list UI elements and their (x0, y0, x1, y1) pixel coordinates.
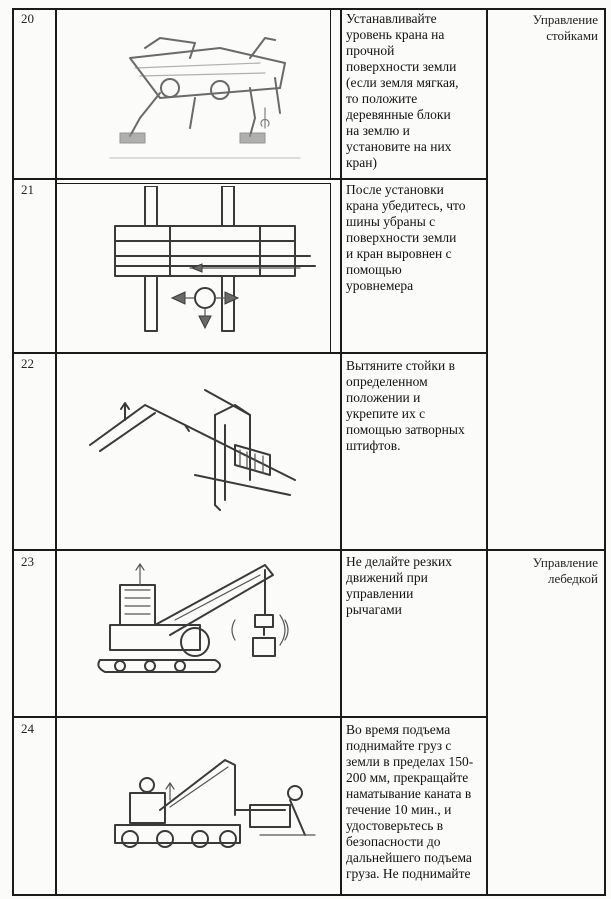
row-number-23: 23 (21, 554, 34, 569)
text-line: движений при (346, 570, 428, 585)
crane-outriggers-icon (109, 37, 301, 159)
text-line: и кран выровнен с (346, 246, 452, 261)
text-line: дальнейшего подъема (346, 850, 472, 865)
text-line: Вытяните стойки в (346, 358, 455, 373)
illus-frame-21-right (330, 183, 331, 352)
control-label-line: Управление (532, 12, 598, 27)
text-line: уровнемера (346, 278, 414, 293)
text-line: 200 мм, прекращайте (346, 770, 469, 785)
text-line: уровень крана на (346, 27, 445, 42)
control-group-outriggers: Управление стойками (492, 12, 598, 44)
crane-swinging-load-icon (97, 562, 289, 673)
text-line: наматывание каната в (346, 786, 472, 801)
row-number-22: 22 (21, 356, 34, 371)
row-number-21: 21 (21, 182, 34, 197)
outrigger-pin-icon (89, 389, 296, 511)
text-line: положении и (346, 390, 421, 405)
text-line: то положите (346, 91, 418, 106)
instruction-text-21: После установки крана убедитесь, что шин… (346, 182, 465, 294)
text-line: (если земля мягкая, (346, 75, 459, 90)
text-line: земли в пределах 150- (346, 754, 474, 769)
illus-frame-21-top (55, 183, 331, 184)
table-divider-illus-left (55, 8, 57, 896)
table-divider-text-right (486, 8, 488, 896)
text-line: безопасности до (346, 834, 441, 849)
crane-lifting-load-icon (114, 759, 316, 848)
table-border-top (12, 8, 606, 10)
text-line: течение 10 мин., и (346, 802, 452, 817)
text-line: После установки (346, 182, 444, 197)
row-number-20: 20 (21, 11, 34, 26)
text-line: поднимайте груз с (346, 738, 452, 753)
table-divider-illus-right (340, 8, 342, 896)
text-line: управлении (346, 586, 414, 601)
text-line: крана убедитесь, что (346, 198, 466, 213)
text-line: помощью (346, 262, 402, 277)
crane-leveling-top-view-icon (114, 186, 316, 332)
text-line: помощью затворных (346, 422, 465, 437)
instruction-text-24: Во время подъема поднимайте груз с земли… (346, 722, 473, 882)
text-line: Не делайте резких (346, 554, 452, 569)
table-border-right (604, 8, 606, 896)
text-line: рычагами (346, 602, 402, 617)
text-line: определенном (346, 374, 428, 389)
text-line: Во время подъема (346, 722, 451, 737)
control-label-line: лебедкой (547, 571, 598, 586)
control-label-line: Управление (532, 555, 598, 570)
text-line: удостоверьтесь в (346, 818, 444, 833)
row-divider-21-22 (12, 352, 487, 354)
control-group-winch: Управление лебедкой (492, 555, 598, 587)
illus-frame-20-right (330, 8, 331, 178)
text-line: прочной (346, 43, 395, 58)
row-divider-23-24 (12, 716, 487, 718)
text-line: установите на них (346, 139, 452, 154)
text-line: шины убраны с (346, 214, 436, 229)
text-line: поверхности земли (346, 59, 457, 74)
instruction-text-22: Вытяните стойки в определенном положении… (346, 358, 465, 454)
row-divider-22-23 (12, 549, 606, 551)
row-number-24: 24 (21, 721, 34, 736)
text-line: укрепите их с (346, 406, 426, 421)
row-divider-20-21 (12, 178, 487, 180)
table-border-left (12, 8, 14, 896)
instruction-text-23: Не делайте резких движений при управлени… (346, 554, 452, 618)
text-line: деревянные блоки (346, 107, 451, 122)
table-border-bottom (12, 894, 606, 896)
control-label-line: стойками (546, 28, 598, 43)
text-line: груза. Не поднимайте (346, 866, 471, 881)
text-line: штифтов. (346, 438, 401, 453)
text-line: поверхности земли (346, 230, 457, 245)
text-line: кран) (346, 155, 378, 170)
text-line: на землю и (346, 123, 410, 138)
instruction-text-20: Устанавливайте уровень крана на прочной … (346, 11, 459, 171)
text-line: Устанавливайте (346, 11, 437, 26)
